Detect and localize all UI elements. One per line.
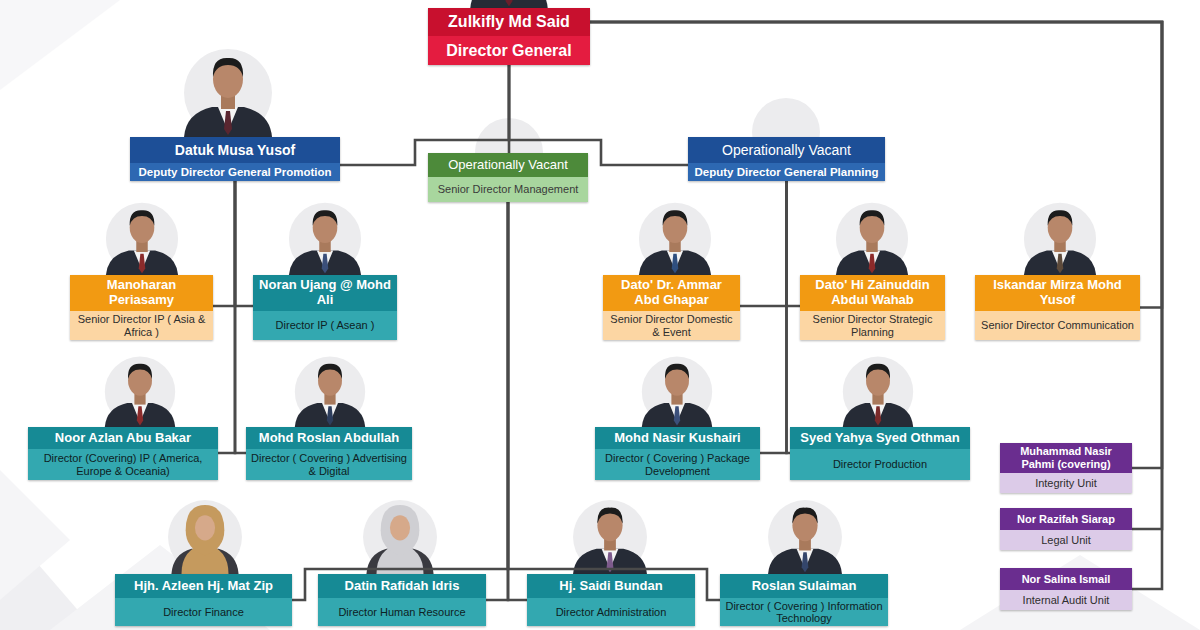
person-box: Hjh. Azleen Hj. Mat ZipDirector Finance [115,574,292,626]
staff-photo [295,357,365,427]
org-connector [486,202,508,600]
person-box: Noran Ujang @ Mohd AliDirector IP ( Asea… [253,275,397,340]
org-connector [787,181,801,306]
person-box: Muhammad Nasir Pahmi (covering)Integrity… [1000,443,1132,493]
org-connector [590,22,1162,529]
org-connector [213,181,235,306]
position-title: Director ( Covering ) Package Developmen… [595,449,760,480]
staff-photo [836,203,908,275]
person-name: Roslan Sulaiman [720,574,888,598]
person-name: Iskandar Mirza Mohd Yusof [975,275,1140,311]
person-box: Datuk Musa YusofDeputy Director General … [130,137,340,181]
org-connector [292,202,508,600]
position-title: Senior Director Communication [975,311,1140,340]
staff-photo [843,357,913,427]
staff-photo [184,49,272,137]
person-name: Muhammad Nasir Pahmi (covering) [1000,443,1132,473]
staff-photo [1024,203,1096,275]
position-title: Director ( Covering ) Advertising & Digi… [246,449,412,480]
staff-photo [573,500,647,574]
position-title: Director Production [790,449,970,480]
position-title: Senior Director Management [428,177,588,202]
staff-photo [289,203,361,275]
staff-photo [363,500,437,574]
org-connector [590,22,1162,468]
staff-photo [168,500,242,574]
position-title: Director (Covering) IP ( America, Europe… [28,449,218,480]
bg-triangle [0,0,120,90]
org-connector [760,181,787,453]
org-connector [740,181,787,306]
position-title: Deputy Director General Planning [688,163,885,181]
person-box: Mohd Roslan AbdullahDirector ( Covering … [246,427,412,480]
person-box: Datin Rafidah IdrisDirector Human Resour… [318,574,486,626]
position-title: Director Finance [115,598,292,626]
person-name: Dato' Dr. Ammar Abd Ghapar [603,275,740,311]
person-box: Nor Salina IsmailInternal Audit Unit [1000,568,1132,610]
position-title: Director Administration [527,598,695,626]
position-title: Internal Audit Unit [1000,590,1132,610]
person-box: Iskandar Mirza Mohd YusofSenior Director… [975,275,1140,340]
person-box: Zulkifly Md SaidDirector General [428,8,590,65]
position-title: Senior Director Strategic Planning [800,311,945,340]
person-name: Nor Salina Ismail [1000,568,1132,590]
person-name: Zulkifly Md Said [428,8,590,36]
person-name: Operationally Vacant [428,153,588,177]
person-name: Manoharan Periasamy [70,275,213,311]
org-connector [235,181,246,453]
org-connector [590,22,1162,589]
person-box: Manoharan PeriasamySenior Director IP ( … [70,275,213,340]
staff-photo [470,0,547,8]
bg-triangle [0,470,70,600]
person-name: Mohd Roslan Abdullah [246,427,412,449]
org-connector [340,65,509,165]
person-box: Noor Azlan Abu BakarDirector (Covering) … [28,427,218,480]
person-box: Dato' Dr. Ammar Abd GhaparSenior Directo… [603,275,740,340]
staff-photo [642,357,712,427]
person-box: Operationally VacantDeputy Director Gene… [688,137,885,181]
person-name: Hj. Saidi Bundan [527,574,695,598]
person-name: Nor Razifah Siarap [1000,508,1132,530]
staff-photo [106,203,178,275]
position-title: Legal Unit [1000,530,1132,550]
person-box: Dato' Hi Zainuddin Abdul WahabSenior Dir… [800,275,945,340]
person-name: Syed Yahya Syed Othman [790,427,970,449]
org-connector [508,202,527,600]
org-connector [787,181,791,453]
person-box: Nor Razifah SiarapLegal Unit [1000,508,1132,550]
person-name: Noran Ujang @ Mohd Ali [253,275,397,311]
person-box: Hj. Saidi BundanDirector Administration [527,574,695,626]
person-name: Dato' Hi Zainuddin Abdul Wahab [800,275,945,311]
org-connector [509,65,688,165]
position-title: Director Human Resource [318,598,486,626]
org-connector [235,181,253,306]
position-title: Director IP ( Asean ) [253,311,397,340]
staff-photo [768,500,842,574]
person-box: Mohd Nasir KushairiDirector ( Covering )… [595,427,760,480]
org-connector [590,22,1162,308]
person-name: Noor Azlan Abu Bakar [28,427,218,449]
person-name: Datin Rafidah Idris [318,574,486,598]
position-title: Senior Director Domestic & Event [603,311,740,340]
person-name: Operationally Vacant [688,137,885,163]
staff-photo [639,203,711,275]
bg-triangle [960,555,1200,630]
position-title: Integrity Unit [1000,473,1132,493]
person-name: Datuk Musa Yusof [130,137,340,163]
person-box: Roslan SulaimanDirector ( Covering ) Inf… [720,574,888,626]
position-title: Senior Director IP ( Asia & Africa ) [70,311,213,340]
org-connector [218,181,235,453]
person-name: Hjh. Azleen Hj. Mat Zip [115,574,292,598]
position-title: Director ( Covering ) Information Techno… [720,598,888,626]
person-box: Operationally VacantSenior Director Mana… [428,153,588,202]
person-name: Mohd Nasir Kushairi [595,427,760,449]
staff-photo [105,357,175,427]
position-title: Deputy Director General Promotion [130,163,340,181]
person-box: Syed Yahya Syed OthmanDirector Productio… [790,427,970,480]
org-connector [508,202,720,600]
position-title: Director General [428,36,590,65]
